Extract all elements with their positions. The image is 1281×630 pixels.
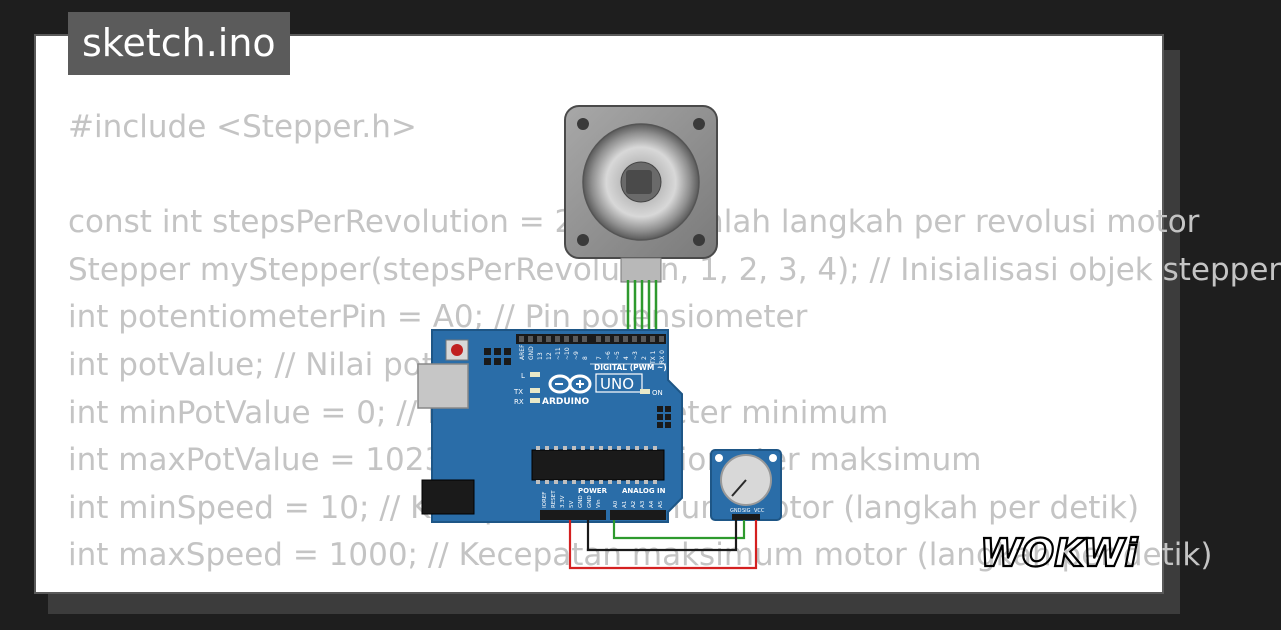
file-title: sketch.ino — [68, 12, 290, 75]
wokwi-logo-text: WOKWi — [980, 531, 1139, 575]
pin-label: 5V — [569, 501, 575, 508]
pin-label: A1 — [622, 501, 628, 508]
pin-label: A3 — [640, 500, 646, 508]
pin-label: RX 0 — [659, 350, 666, 364]
pin-label: ~3 — [632, 351, 639, 360]
pin-label: ~5 — [614, 351, 621, 360]
power-label: POWER — [578, 487, 608, 495]
pot-pin-label: SIG — [742, 508, 751, 514]
atmega-chip — [531, 449, 665, 481]
circuit-wires — [568, 520, 758, 570]
wire-power — [568, 520, 758, 570]
mount-hole-icon — [693, 118, 705, 130]
wire-signal — [612, 520, 746, 540]
pin-label: A4 — [649, 500, 655, 508]
reset-icon — [451, 344, 463, 356]
code-line: #include <Stepper.h> — [68, 109, 417, 145]
analog-label: ANALOG IN — [622, 487, 666, 495]
wokwi-logo: WOKWi — [979, 530, 1140, 576]
led-tx-label: TX — [513, 388, 523, 396]
pin-label: A5 — [658, 500, 664, 508]
pin-label: A0 — [613, 500, 619, 508]
wire-ground — [586, 520, 738, 552]
mount-hole-icon — [693, 234, 705, 246]
pin-label: ~11 — [555, 347, 562, 360]
mount-hole-icon — [577, 234, 589, 246]
led-on-label: ON — [652, 389, 663, 397]
potentiometer[interactable]: GND SIG VCC — [710, 449, 782, 521]
stepper-motor[interactable] — [564, 105, 718, 283]
pin-label: GND — [578, 495, 584, 508]
shaft — [626, 170, 652, 194]
power-header — [540, 510, 606, 520]
led-l-label: L — [521, 372, 525, 380]
led-l — [530, 372, 540, 377]
pin-label: ~6 — [605, 351, 612, 360]
pin-label: 8 — [582, 356, 589, 360]
arduino-logo-icon — [548, 374, 592, 394]
pin-label: RESET — [551, 490, 557, 508]
icsp-header — [484, 348, 511, 365]
pin-label: TX 1 — [650, 350, 657, 365]
icsp-header-right — [657, 406, 671, 428]
led-rx-label: RX — [514, 398, 524, 406]
pot-pin-label: GND — [730, 508, 742, 514]
analog-header — [610, 510, 666, 520]
pin-label: A2 — [631, 501, 637, 508]
pin-label: GND — [587, 495, 593, 508]
mount-hole-icon — [577, 118, 589, 130]
pin-label: 7 — [596, 356, 603, 360]
usb-port — [417, 363, 469, 409]
pin-label: ~9 — [573, 351, 580, 360]
led-rx — [530, 398, 540, 403]
pin-label: GND — [528, 346, 535, 360]
led-tx — [530, 388, 540, 393]
pin-label: AREF — [519, 344, 526, 360]
power-jack — [421, 479, 475, 515]
digital-label: DIGITAL (PWM ~) — [594, 363, 667, 372]
pin-label: 13 — [537, 352, 544, 360]
pin-label: 3.3V — [560, 495, 566, 508]
pin-label: 12 — [546, 352, 553, 360]
digital-header — [516, 334, 666, 344]
circuit-diagram: AREF GND 13 12 ~11 ~10 ~9 8 7 ~6 ~5 4 ~3… — [417, 105, 782, 570]
pin-label: 4 — [623, 356, 630, 360]
pin-label: Vin — [596, 499, 602, 508]
pin-label: 2 — [641, 356, 648, 360]
model-label: UNO — [600, 375, 634, 393]
brand-label: ARDUINO — [542, 397, 590, 407]
pot-pin-label: VCC — [754, 508, 765, 514]
pin-label: IOREF — [542, 492, 548, 508]
led-on — [640, 389, 650, 394]
arduino-uno-board[interactable]: AREF GND 13 12 ~11 ~10 ~9 8 7 ~6 ~5 4 ~3… — [417, 329, 683, 523]
pin-label: ~10 — [564, 347, 571, 360]
